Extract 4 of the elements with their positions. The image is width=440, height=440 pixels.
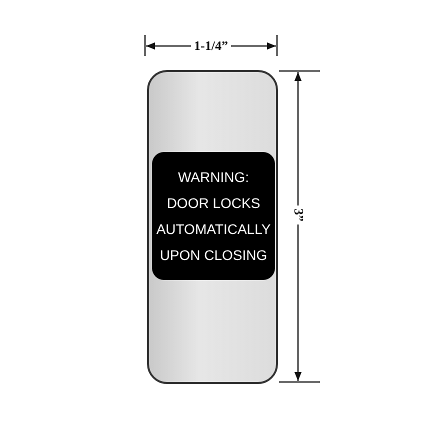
warning-heading: WARNING:	[176, 168, 250, 187]
sign-plate	[147, 70, 278, 384]
warning-text: DOOR LOCKS AUTOMATICALLY UPON CLOSING	[155, 194, 272, 265]
warning-panel	[152, 152, 275, 280]
